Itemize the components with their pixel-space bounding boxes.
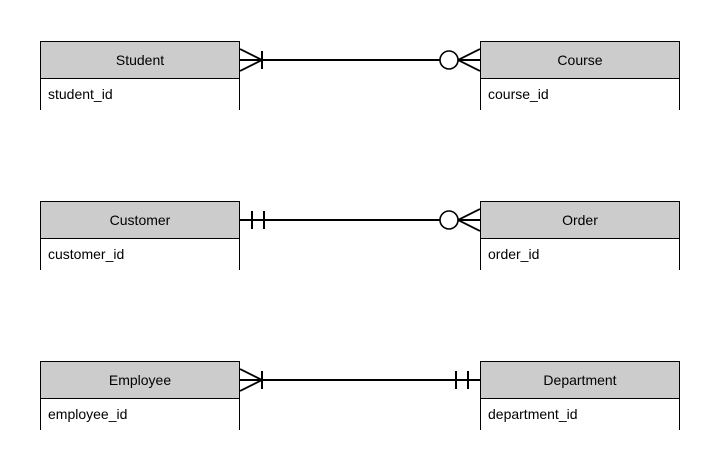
entity-course[interactable]: Course course_id: [480, 41, 680, 110]
rel-2-from-crowsfoot-lower: [239, 379, 263, 392]
entity-name-employee: Employee: [41, 362, 239, 399]
rel-1-to-crowsfoot-upper: [457, 208, 481, 221]
rel-0-from-crowsfoot-lower: [239, 59, 263, 72]
rel-0-to-crowsfoot-lower: [457, 59, 481, 72]
entity-attribute-course-id: course_id: [481, 79, 679, 110]
entity-name-department: Department: [481, 362, 679, 399]
entity-order[interactable]: Order order_id: [480, 201, 680, 270]
entity-customer[interactable]: Customer customer_id: [40, 201, 240, 270]
entity-attribute-customer-id: customer_id: [41, 239, 239, 270]
rel-2-from-crowsfoot-upper: [239, 368, 263, 381]
rel-0-to-crowsfoot-upper: [457, 48, 481, 61]
entity-attribute-employee-id: employee_id: [41, 399, 239, 430]
rel-1-to-crowsfoot-lower: [457, 219, 481, 232]
rel-0-from-crowsfoot-upper: [239, 48, 263, 61]
rel-0-to-zero-circle: [439, 50, 459, 70]
entity-employee[interactable]: Employee employee_id: [40, 361, 240, 430]
entity-attribute-student-id: student_id: [41, 79, 239, 110]
entity-student[interactable]: Student student_id: [40, 41, 240, 110]
rel-1-to-zero-circle: [439, 210, 459, 230]
entity-name-customer: Customer: [41, 202, 239, 239]
entity-name-order: Order: [481, 202, 679, 239]
entity-name-student: Student: [41, 42, 239, 79]
entity-attribute-department-id: department_id: [481, 399, 679, 430]
entity-attribute-order-id: order_id: [481, 239, 679, 270]
entity-department[interactable]: Department department_id: [480, 361, 680, 430]
entity-name-course: Course: [481, 42, 679, 79]
